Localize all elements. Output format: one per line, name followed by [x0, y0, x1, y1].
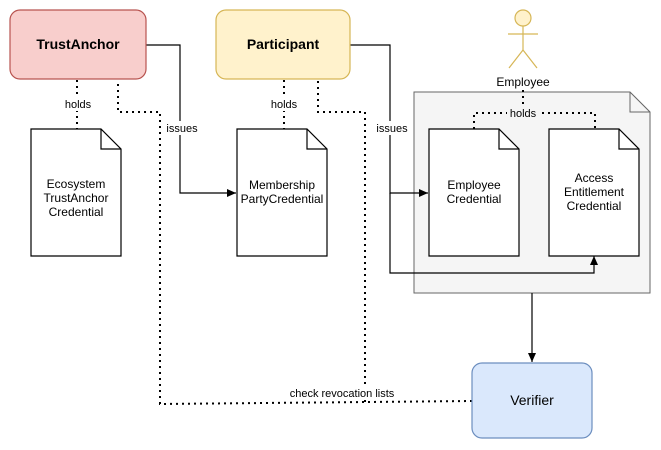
employee-actor[interactable]: Employee	[496, 9, 550, 89]
edge-employee-holds-credentials	[473, 112, 596, 129]
label-ta-issues: issues	[164, 121, 200, 135]
trust-anchor-node[interactable]: TrustAnchor	[9, 9, 147, 80]
access-line-1: Access	[575, 171, 614, 185]
verifier-label: Verifier	[510, 392, 554, 408]
employee-leg-right	[522, 49, 538, 69]
label-participant-holds: holds	[268, 97, 300, 111]
svg-text:issues: issues	[166, 123, 198, 135]
svg-text:holds: holds	[510, 108, 537, 120]
employee-cred-line-1: Employee	[447, 178, 501, 192]
label-ta-holds: holds	[62, 97, 94, 111]
participant-label: Participant	[247, 36, 320, 52]
svg-text:issues: issues	[376, 123, 408, 135]
membership-line-1: Membership	[249, 178, 315, 192]
ecosystem-line-2: TrustAnchor	[44, 191, 109, 205]
participant-node[interactable]: Participant	[215, 9, 351, 80]
edge-participant-issues-access-credential	[389, 193, 598, 274]
edge-verifier-check-participant	[317, 80, 366, 402]
edge-participant-issues-employee-credential	[350, 44, 428, 197]
access-entitlement-credential-doc[interactable]: Access Entitlement Credential	[548, 128, 640, 257]
employee-leg-left	[508, 49, 524, 69]
label-check-revocation: check revocation lists	[285, 386, 399, 400]
ecosystem-line-3: Credential	[49, 205, 104, 219]
label-employee-holds: holds	[507, 106, 539, 120]
membership-line-2: PartyCredential	[241, 192, 324, 206]
access-line-3: Credential	[567, 199, 622, 213]
wallet-fold	[629, 92, 650, 113]
label-participant-issues: issues	[374, 121, 410, 135]
svg-text:holds: holds	[65, 99, 92, 111]
svg-text:check revocation lists: check revocation lists	[290, 388, 395, 400]
membership-party-credential-doc[interactable]: Membership PartyCredential	[236, 128, 328, 257]
ecosystem-trustanchor-credential-doc[interactable]: Ecosystem TrustAnchor Credential	[30, 128, 122, 257]
ecosystem-line-1: Ecosystem	[47, 177, 106, 191]
edge-ta-issues-membership	[146, 44, 236, 197]
employee-credential-doc[interactable]: Employee Credential	[428, 128, 520, 257]
svg-text:holds: holds	[271, 99, 298, 111]
employee-cred-line-2: Credential	[447, 192, 502, 206]
verifier-node[interactable]: Verifier	[471, 362, 593, 439]
access-line-2: Entitlement	[564, 185, 625, 199]
trust-anchor-label: TrustAnchor	[36, 36, 120, 52]
employee-label: Employee	[496, 75, 550, 89]
